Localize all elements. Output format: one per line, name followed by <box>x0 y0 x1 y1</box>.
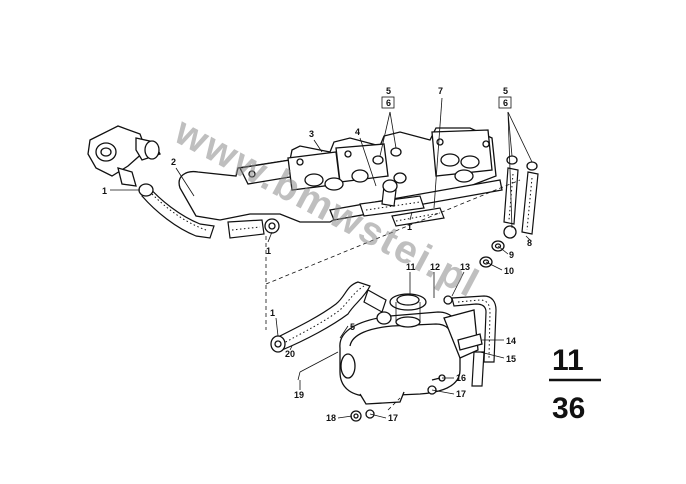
washer-18 <box>350 410 362 422</box>
callout-5-right: 5 <box>503 86 508 96</box>
callout-2: 2 <box>171 157 176 167</box>
callout-15: 15 <box>506 354 516 364</box>
hose-2 <box>138 183 215 239</box>
line-19 <box>297 351 339 381</box>
expansion-tank <box>339 309 483 405</box>
assembly-lines <box>265 179 521 411</box>
hose-7 <box>391 207 445 227</box>
callout-1-mid: 1 <box>266 246 271 256</box>
callout-1: 1 <box>102 186 107 196</box>
hose-14-pipe <box>471 351 485 387</box>
callout-19: 19 <box>294 390 304 400</box>
hose-lower-left <box>227 218 280 239</box>
callout-11: 11 <box>406 262 416 272</box>
sheet-number: 11 36 <box>549 344 601 425</box>
hose-8 <box>503 155 539 239</box>
callout-6-right: 6 <box>503 98 508 108</box>
callout-9: 9 <box>509 250 514 260</box>
callout-20: 20 <box>285 349 295 359</box>
callout-16: 16 <box>456 373 466 383</box>
leader-lines <box>110 97 533 419</box>
thermostat-housing <box>87 125 161 187</box>
callout-4: 4 <box>355 127 360 137</box>
hose-4 <box>359 172 425 217</box>
callout-17-right: 17 <box>456 389 466 399</box>
callout-13: 13 <box>460 262 470 272</box>
callout-3: 3 <box>309 129 314 139</box>
callout-1-tank: 1 <box>270 308 275 318</box>
callout-6-left: 6 <box>386 98 391 108</box>
callout-14: 14 <box>506 336 516 346</box>
sheet-page: 36 <box>552 392 585 425</box>
callout-5-left: 5 <box>386 86 391 96</box>
filler-cap-11 <box>389 293 427 328</box>
callout-1-manifold: 1 <box>407 222 412 232</box>
sheet-group: 11 <box>552 344 584 377</box>
clamp-5-6-left <box>372 147 402 165</box>
callout-8: 8 <box>527 238 532 248</box>
callout-18: 18 <box>326 413 336 423</box>
callout-7: 7 <box>438 86 443 96</box>
callout-5-tank: 5 <box>350 322 355 332</box>
callout-labels: 1 2 3 4 5 6 7 5 6 1 1 8 9 10 11 12 13 14… <box>102 86 532 423</box>
callout-12: 12 <box>430 262 440 272</box>
callout-17-lower: 17 <box>388 413 398 423</box>
callout-10: 10 <box>504 266 514 276</box>
